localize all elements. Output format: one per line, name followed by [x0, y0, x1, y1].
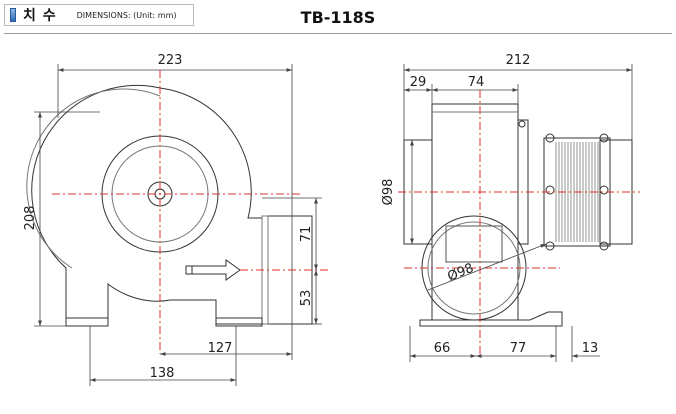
model-name: TB-118S — [300, 8, 376, 27]
side-motor-bolt-6 — [599, 241, 609, 251]
front-view — [26, 84, 313, 327]
header-title: 치 수 — [23, 8, 57, 24]
dim-212: 212 — [506, 53, 531, 68]
dim-71: 71 — [299, 226, 314, 243]
side-dimensions — [403, 64, 633, 362]
flow-direction-arrow — [191, 259, 241, 281]
dim-74: 74 — [468, 75, 485, 90]
side-motor-bolt-1 — [545, 133, 555, 143]
side-motor-bolt-3 — [545, 185, 555, 195]
dim-138: 138 — [150, 366, 175, 381]
dim-77: 77 — [510, 341, 527, 356]
front-foot-left — [65, 317, 109, 327]
dim-127: 127 — [208, 341, 233, 356]
side-centerlines — [398, 90, 640, 354]
header-box: 치 수 DIMENSIONS: (Unit: mm) — [4, 4, 194, 26]
front-housing-outline — [31, 84, 263, 327]
dim-223: 223 — [158, 53, 183, 68]
header-subtitle: DIMENSIONS: (Unit: mm) — [76, 10, 177, 20]
front-dimensions — [34, 64, 322, 386]
side-outlet-damper — [445, 225, 503, 263]
front-foot-right — [215, 317, 263, 327]
side-dimension-labels: 212 29 74 Ø98 Ø98 66 77 13 — [381, 53, 598, 356]
front-housing-inner — [26, 88, 161, 269]
dim-208: 208 — [23, 206, 38, 231]
front-centerlines — [52, 70, 328, 354]
side-motor-bolt-4 — [599, 185, 609, 195]
dim-13: 13 — [582, 341, 599, 356]
flow-arrow-tail — [185, 265, 193, 275]
side-motor-bolt-5 — [545, 241, 555, 251]
dim-53: 53 — [299, 290, 314, 307]
side-base — [419, 311, 563, 327]
front-dimension-labels: 223 208 71 53 127 138 — [23, 53, 314, 381]
header-divider — [4, 33, 672, 34]
side-motor-bolt-2 — [599, 133, 609, 143]
side-housing-bolt — [518, 120, 526, 128]
side-motor-flange — [517, 119, 529, 245]
dim-29: 29 — [410, 75, 427, 90]
header-marker-icon — [10, 8, 16, 22]
dim-inlet-diameter: Ø98 — [381, 179, 396, 206]
model-name-row: TB-118S — [0, 8, 676, 27]
dim-outlet-diameter: Ø98 — [445, 261, 475, 285]
dim-66: 66 — [434, 341, 451, 356]
side-housing-body — [431, 103, 519, 321]
